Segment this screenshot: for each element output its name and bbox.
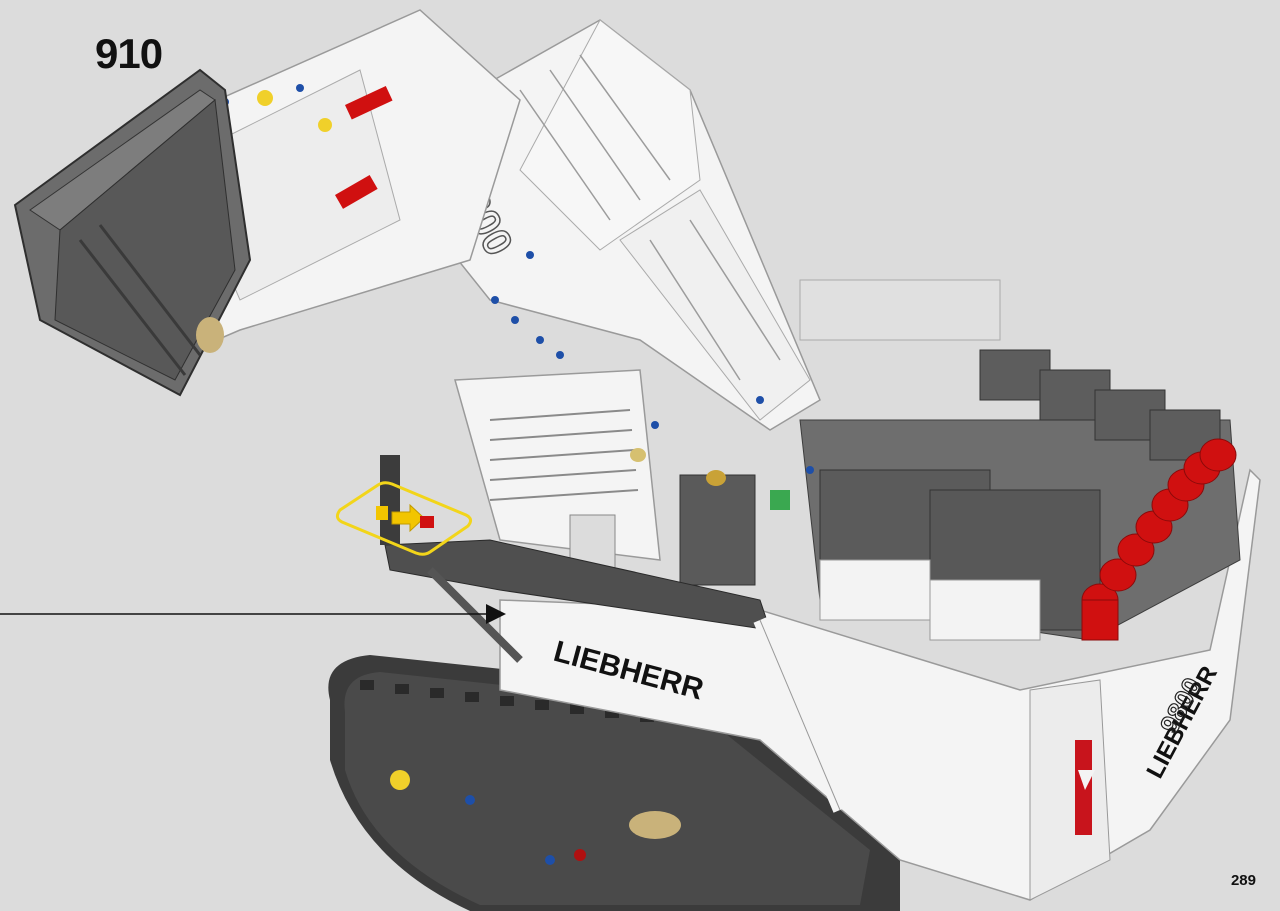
counterweight-lights xyxy=(1081,438,1237,641)
bucket xyxy=(13,68,252,397)
crawler-track xyxy=(328,655,900,911)
engine-compartment xyxy=(799,279,1241,641)
page-number: 289 xyxy=(1230,872,1256,889)
front-frame xyxy=(454,369,790,586)
superstructure-body: LIEBHERR LIEBHERR 9800 xyxy=(499,468,1261,901)
handrail xyxy=(380,455,847,813)
callout-highlight xyxy=(335,481,473,556)
step-number: 910 xyxy=(95,30,163,77)
pointer-line xyxy=(0,604,506,624)
